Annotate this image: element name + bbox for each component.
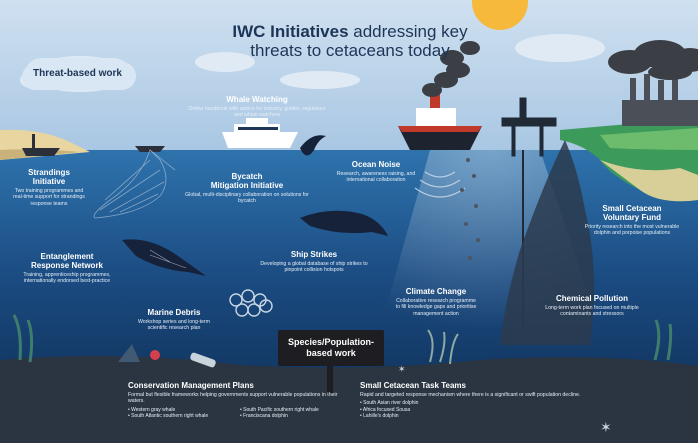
strandings-desc: Two training programmes and real-time su… — [13, 188, 85, 207]
marine-debris-desc: Workshop series and long-term scientific… — [138, 319, 210, 332]
bycatch-heading-2: Mitigation Initiative — [210, 181, 284, 190]
task-teams-desc: Rapid and targeted response mechanism wh… — [360, 392, 581, 398]
fishing-boat — [22, 134, 60, 156]
reef — [12, 314, 673, 368]
strandings-heading-1: Strandings — [28, 168, 70, 177]
marine-debris-heading: Marine Debris — [147, 308, 201, 317]
plan-item: South Atlantic southern right whale — [128, 413, 228, 419]
ship-strikes-block: Ship Strikes Developing a global databas… — [255, 250, 373, 274]
plan-item: South Pacific southern right whale — [240, 407, 350, 413]
fund-heading-2: Voluntary Fund — [602, 213, 662, 222]
bycatch-block: Bycatch Mitigation Initiative Global, mu… — [182, 172, 312, 205]
conservation-plans-desc: Formal but flexible frameworks helping g… — [128, 392, 338, 405]
threat-based-badge: Threat-based work — [25, 58, 130, 90]
ship-strikes-desc: Developing a global database of ship str… — [260, 261, 368, 274]
chemical-pollution-block: Chemical Pollution Long-term work plan f… — [545, 294, 639, 318]
sun — [472, 0, 528, 30]
sign-post — [327, 364, 333, 394]
plan-item: Franciscana dolphin — [240, 413, 350, 419]
ocean-noise-desc: Research, awareness raising, and interna… — [336, 171, 416, 184]
sign-line-1: Species/Population- — [287, 337, 374, 347]
fund-desc: Priority research into the most vulnerab… — [584, 224, 680, 237]
page-title: IWC Initiatives addressing key threats t… — [200, 22, 500, 60]
factory-smoke — [608, 40, 698, 80]
title-line2: threats to cetaceans today — [250, 41, 450, 60]
whale-watching-block: Whale Watching Online handbook with advi… — [188, 95, 326, 119]
task-teams-heading: Small Cetacean Task Teams — [360, 381, 466, 390]
climate-change-heading: Climate Change — [405, 287, 467, 296]
ship-smoke — [422, 41, 480, 97]
ocean-noise-block: Ocean Noise Research, awareness raising,… — [335, 160, 417, 184]
task-team-item: Africa focused Sousa — [360, 407, 630, 413]
ship-strikes-heading: Ship Strikes — [290, 250, 338, 259]
conservation-plans-list-2: South Pacific southern right whale Franc… — [240, 407, 350, 419]
entanglement-heading-1: Entanglement — [40, 252, 94, 261]
whale-watching-desc: Online handbook with advice for industry… — [188, 106, 326, 119]
task-teams-list: South Asian river dolphin Africa focused… — [360, 400, 630, 419]
starfish: ✶ — [600, 420, 612, 436]
title-bold: IWC Initiatives — [232, 22, 349, 41]
plastic-rings — [229, 289, 273, 317]
conservation-plans-block: Conservation Management Plans Formal but… — [128, 381, 353, 419]
entanglement-block: Entanglement Response Network Training, … — [12, 252, 122, 285]
task-teams-block: Small Cetacean Task Teams Rapid and targ… — [360, 381, 630, 419]
whale-watching-boat — [222, 118, 298, 148]
conservation-plans-heading: Conservation Management Plans — [128, 381, 254, 390]
title-rest: addressing key — [348, 22, 468, 41]
factory — [622, 74, 698, 126]
task-team-item: South Asian river dolphin — [360, 400, 630, 406]
fund-heading-1: Small Cetacean — [602, 204, 662, 213]
bycatch-heading-1: Bycatch — [231, 172, 263, 181]
entanglement-desc: Training, apprenticeship programmes, int… — [23, 272, 111, 285]
conservation-plans-list-1: Western gray whale South Atlantic southe… — [128, 407, 228, 419]
marine-debris-block: Marine Debris Workshop series and long-t… — [135, 308, 213, 332]
chemical-pollution-heading: Chemical Pollution — [555, 294, 628, 303]
task-team-item: Lahille's dolphin — [360, 413, 630, 419]
strandings-heading-2: Initiative — [32, 177, 66, 186]
trawler — [135, 146, 165, 152]
chemical-pollution-desc: Long-term work plan focused on multiple … — [545, 305, 639, 318]
whale-watching-heading: Whale Watching — [226, 95, 288, 104]
climate-change-block: Climate Change Collaborative research pr… — [395, 287, 477, 317]
plan-item: Western gray whale — [128, 407, 228, 413]
pollution-plume — [500, 140, 594, 345]
cargo-ship — [398, 92, 482, 150]
climate-change-desc: Collaborative research programme to fill… — [395, 298, 477, 317]
sign-line-2: based work — [306, 348, 356, 358]
species-population-sign: Species/Population- based work — [278, 330, 384, 366]
bycatch-desc: Global, multi-disciplinary collaboration… — [185, 192, 309, 205]
small-cetacean-fund-block: Small Cetacean Voluntary Fund Priority r… — [582, 204, 682, 237]
ocean-noise-heading: Ocean Noise — [351, 160, 401, 169]
seabed — [0, 356, 698, 443]
whales — [122, 135, 388, 276]
svg-text:✶: ✶ — [398, 365, 406, 375]
oil-drops — [460, 158, 480, 260]
entanglement-heading-2: Response Network — [30, 261, 104, 270]
strandings-block: Strandings Initiative Two training progr… — [10, 168, 88, 207]
fishing-net — [93, 149, 167, 219]
